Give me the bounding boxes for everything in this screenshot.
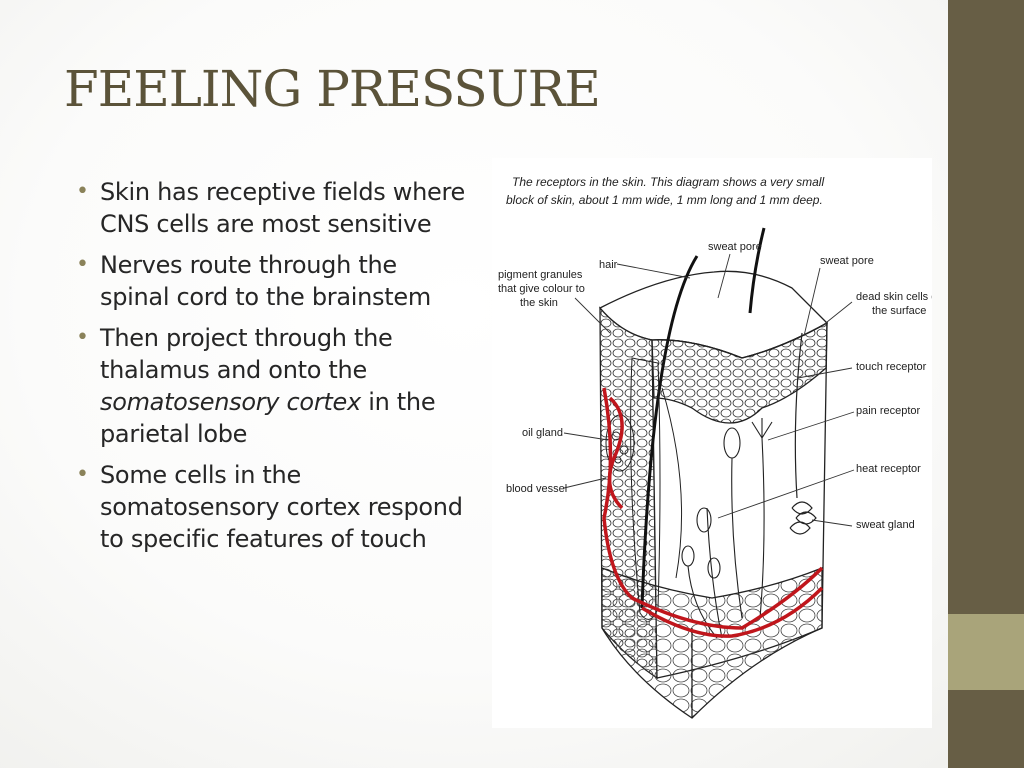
blood-vessels <box>602 387 824 638</box>
label-dead-skin-cells: dead skin cells on <box>856 291 932 303</box>
bullet-item: • Nerves route through the spinal cord t… <box>76 249 466 313</box>
bullet-list: • Skin has receptive fields where CNS ce… <box>76 176 466 564</box>
bullet-text: Nerves route through the spinal cord to … <box>100 251 431 311</box>
nerve-receptors <box>681 418 773 639</box>
label-oil-gland: oil gland <box>522 427 563 439</box>
bullet-text-post: in the parietal lobe <box>100 388 436 448</box>
bullet-dot: • <box>76 462 89 487</box>
label-pain-receptor: pain receptor <box>856 405 921 417</box>
label-blood-vessel: blood vessel <box>506 483 567 495</box>
bullet-item: • Skin has receptive fields where CNS ce… <box>76 176 466 240</box>
label-sweat-pore-right: sweat pore <box>820 255 874 267</box>
sidebar-accent-block <box>948 614 1024 690</box>
label-heat-receptor: heat receptor <box>856 463 921 475</box>
bullet-text-pre: Then project through the thalamus and on… <box>100 324 393 384</box>
label-pigment-granules: pigment granules <box>498 269 583 281</box>
bullet-item: • Some cells in the somatosensory cortex… <box>76 459 466 555</box>
sweat-gland <box>789 332 817 535</box>
label-sweat-gland: sweat gland <box>856 519 915 531</box>
diagram-caption-line1: The receptors in the skin. This diagram … <box>512 175 824 189</box>
label-leaders <box>563 253 855 527</box>
hair-strands <box>640 227 766 609</box>
bullet-dot: • <box>76 325 89 350</box>
bullet-text: Skin has receptive fields where CNS cell… <box>100 178 465 238</box>
hair-follicle <box>630 357 683 620</box>
skin-diagram: The receptors in the skin. This diagram … <box>492 158 932 728</box>
bullet-dot: • <box>76 179 89 204</box>
bullet-text-emphasis: somatosensory cortex <box>100 388 361 416</box>
bullet-item: • Then project through the thalamus and … <box>76 322 466 450</box>
diagram-caption-line2: block of skin, about 1 mm wide, 1 mm lon… <box>506 193 823 207</box>
bullet-text: Then project through the thalamus and on… <box>100 324 436 448</box>
label-pigment-granules-3: the skin <box>520 297 558 309</box>
label-pigment-granules-2: that give colour to <box>498 283 585 295</box>
label-touch-receptor: touch receptor <box>856 361 927 373</box>
bullet-dot: • <box>76 252 89 277</box>
label-sweat-pore: sweat pore <box>708 241 762 253</box>
label-hair: hair <box>599 259 618 271</box>
label-dead-skin-cells-2: the surface <box>872 305 926 317</box>
skin-block <box>598 270 829 719</box>
skin-cross-section-illustration: The receptors in the skin. This diagram … <box>498 175 932 719</box>
bullet-text: Some cells in the somatosensory cortex r… <box>100 461 463 553</box>
slide-title: FEELING PRESSURE <box>64 60 601 118</box>
